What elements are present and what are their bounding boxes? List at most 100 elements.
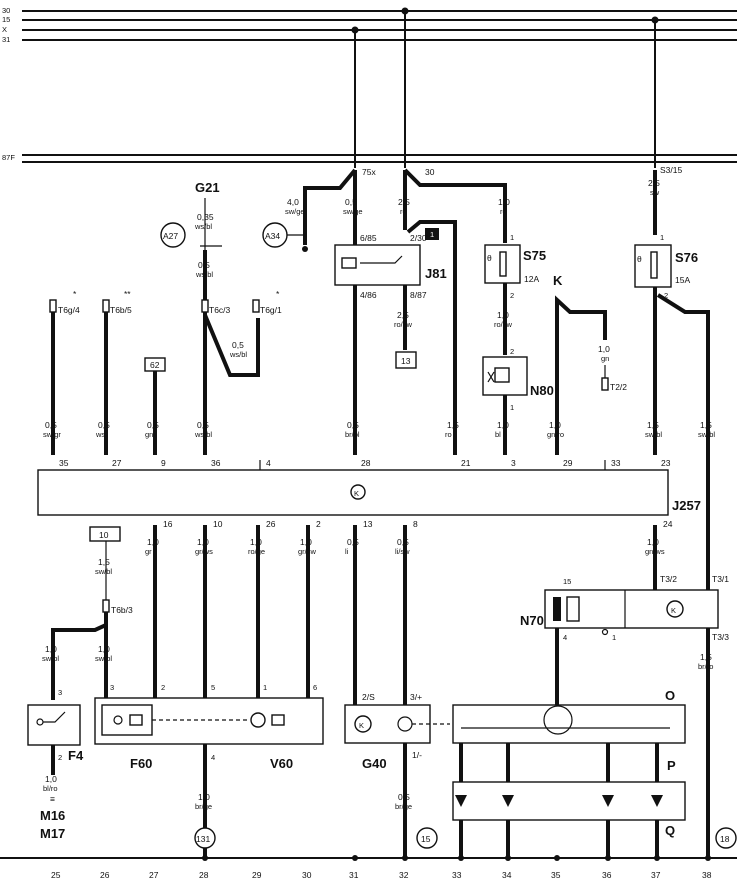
upper-pin-number: 4 xyxy=(266,458,271,468)
wire-color-w3: ro xyxy=(400,207,407,216)
v60-pin-4: 4 xyxy=(211,753,215,762)
f4-pin-2: 2 xyxy=(58,753,62,762)
upper-wire-size: 1,5 xyxy=(647,420,659,430)
bottom-column-number: 29 xyxy=(252,870,262,880)
ref-box-10 xyxy=(89,526,121,542)
j257-unit: K J257 xyxy=(37,469,701,516)
label-a27: A27 xyxy=(163,231,178,241)
g40-pin-3plus: 3/+ xyxy=(410,692,422,702)
bottom-column-number: 27 xyxy=(149,870,159,880)
star-2: ** xyxy=(124,289,131,299)
v60-pin-1: 1 xyxy=(263,683,267,692)
lower-pin-number: 8 xyxy=(413,519,418,529)
wire-color-w2: sw/ge xyxy=(343,207,363,216)
k-s76: K 1,0 gn T2/2 θ S76 15A 1 2 xyxy=(553,233,710,455)
n80-pin-2: 2 xyxy=(510,347,514,356)
svg-text:θ: θ xyxy=(487,253,492,263)
ground-15: 15 xyxy=(421,834,431,844)
lower-pin-number: 10 xyxy=(213,519,223,529)
wire-size-g21a: 0,35 xyxy=(197,212,214,222)
wire-size-t6c: 0,5 xyxy=(232,340,244,350)
ref-circle-a27 xyxy=(160,222,186,248)
upper-pin-number: 23 xyxy=(661,458,671,468)
terminal-30: 30 xyxy=(425,167,435,177)
connector-t3-2: T3/2 xyxy=(660,574,677,584)
top-feeds: 75x 30 S3/15 4,0 sw/ge 0,5 sw/ge 2,5 ro … xyxy=(285,11,682,252)
upper-wire-color: ws xyxy=(95,430,105,439)
upper-wire-color: gn/ro xyxy=(547,430,564,439)
lower-pin-number: 13 xyxy=(363,519,373,529)
upper-wire-color: ws/bl xyxy=(194,430,212,439)
ref-10: 10 xyxy=(99,530,109,540)
lower-wire-color: li xyxy=(345,547,349,556)
v60-pin-6: 6 xyxy=(313,683,317,692)
label-a34: A34 xyxy=(265,231,280,241)
label-j257: J257 xyxy=(672,498,701,513)
bottom-column-number: 25 xyxy=(51,870,61,880)
upper-wire-size: 0,5 xyxy=(147,420,159,430)
n80-pin-1: 1 xyxy=(510,403,514,412)
svg-text:K: K xyxy=(671,606,676,615)
bottom-column-number: 26 xyxy=(100,870,110,880)
ref-62: 62 xyxy=(150,360,160,370)
wire-color-g21a: ws/bl xyxy=(194,222,212,231)
star-3: * xyxy=(276,289,280,299)
wire-color-t6c: ws/bl xyxy=(229,350,247,359)
upper-pin-number: 27 xyxy=(112,458,122,468)
bottom-column-number: 31 xyxy=(349,870,359,880)
f4-group: 10 1,5 sw/bl T6b/3 1,0 sw/bl 1,0 sw/bl F… xyxy=(27,526,133,841)
lower-wire-size: 1,0 xyxy=(250,537,262,547)
wire-size-g21b: 0,5 xyxy=(198,260,210,270)
label-m16: M16 xyxy=(40,808,65,823)
label-n70: N70 xyxy=(520,613,544,628)
upper-pin-number: 29 xyxy=(563,458,573,468)
ref-box-13 xyxy=(395,351,417,369)
wire-color-w4: ro xyxy=(500,207,507,216)
upper-wire-color: bl xyxy=(495,430,501,439)
lower-pin-number: 16 xyxy=(163,519,173,529)
label-j81: J81 xyxy=(425,266,447,281)
wire-color-g21b: ws/bl xyxy=(195,270,213,279)
label-f4: F4 xyxy=(68,748,84,763)
label-p: P xyxy=(667,758,676,773)
wire-size-g40out: 0,5 xyxy=(398,792,410,802)
n70: K N70 15 4 1 xyxy=(520,577,719,705)
bottom-column-number: 28 xyxy=(199,870,209,880)
wire-size-w5: 2,5 xyxy=(648,178,660,188)
upper-wire-color: sw/bl xyxy=(645,430,662,439)
n70-pin-15: 15 xyxy=(563,577,571,586)
wire-color-g40out: br/ge xyxy=(395,802,412,811)
j81-relay: 1 J81 6/85 2/30 4/86 8/87 2,5 ro/sw 13 xyxy=(334,220,457,455)
rail-label-15: 15 xyxy=(2,15,10,24)
g40-pin-2s: 2/S xyxy=(362,692,375,702)
bottom-column-number: 38 xyxy=(702,870,712,880)
lower-wire-size: 1,0 xyxy=(147,537,159,547)
upper-wire-color: ro xyxy=(445,430,452,439)
lower-wire-size: 1,0 xyxy=(300,537,312,547)
terminal-75x: 75x xyxy=(362,167,376,177)
wire-color-kwire: gn xyxy=(601,354,609,363)
label-g40: G40 xyxy=(362,756,387,771)
lower-wire-color: ro/ge xyxy=(248,547,265,556)
ground-junction-dot xyxy=(352,855,358,861)
svg-text:K: K xyxy=(359,721,364,730)
upper-wire-color: gn xyxy=(145,430,153,439)
rail-label-31: 31 xyxy=(2,35,10,44)
g21-group: G21 0,35 ws/bl 0,5 ws/bl A27 A34 xyxy=(160,180,305,300)
lower-wire-size: 0,5 xyxy=(347,537,359,547)
wire-size-t33out: 1,5 xyxy=(700,652,712,662)
bottom-column-number: 34 xyxy=(502,870,512,880)
wire-size-t6b3: 1,5 xyxy=(98,557,110,567)
m-separator: ≡ xyxy=(50,794,55,804)
wire-color-t6b3: sw/bl xyxy=(95,567,112,576)
connector-t3-3: T3/3 xyxy=(712,632,729,642)
upper-pin-number: 33 xyxy=(611,458,621,468)
upper-wire-size: 0,5 xyxy=(45,420,57,430)
upper-wire-size: 0,5 xyxy=(197,420,209,430)
wire-size-w4: 1,0 xyxy=(498,197,510,207)
wire-color-t33out: br/ro xyxy=(698,662,713,671)
j81-box-number: 1 xyxy=(430,230,434,239)
wire-color-j81out: ro/sw xyxy=(394,320,413,329)
